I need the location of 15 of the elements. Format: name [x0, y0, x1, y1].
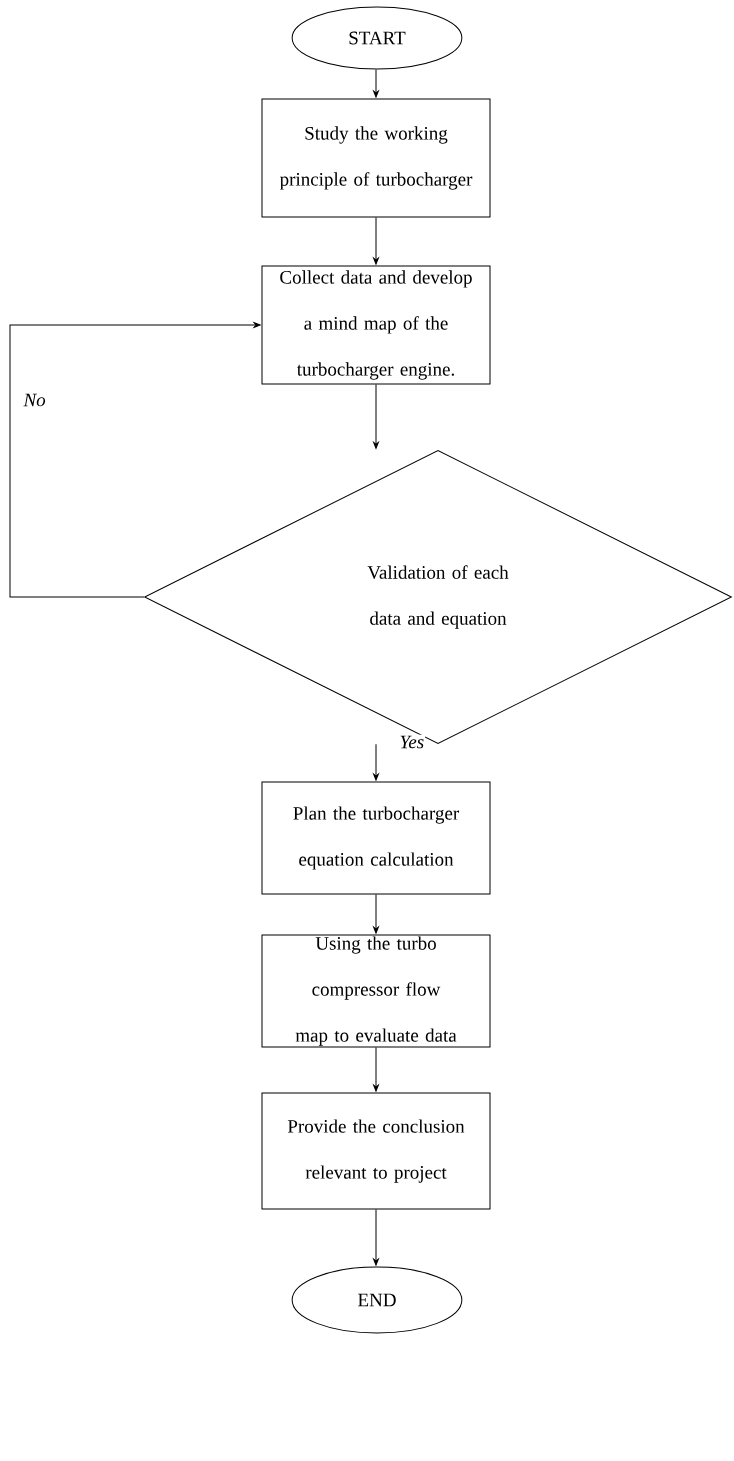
arrow: [373, 217, 379, 265]
arrow: [373, 384, 379, 449]
arrow: [373, 69, 379, 98]
process-box: Plan the turbocharger equation calculation: [261, 781, 491, 895]
edge-label: Yes: [398, 734, 426, 750]
process-box: Study the working principle of turbocharger: [261, 98, 491, 218]
arrow: [9, 322, 261, 598]
process-box: Provide the conclusion relevant to project: [261, 1092, 491, 1210]
arrow: [373, 894, 379, 934]
arrow: [373, 1047, 379, 1092]
arrow: [373, 1209, 379, 1266]
process-box: Collect data and develop a mind map of the turbocharger engine.: [261, 265, 491, 385]
arrow: [373, 743, 379, 781]
edge-label: No: [22, 392, 47, 408]
process-box: Using the turbo compressor flow map to evaluate data: [261, 934, 491, 1048]
